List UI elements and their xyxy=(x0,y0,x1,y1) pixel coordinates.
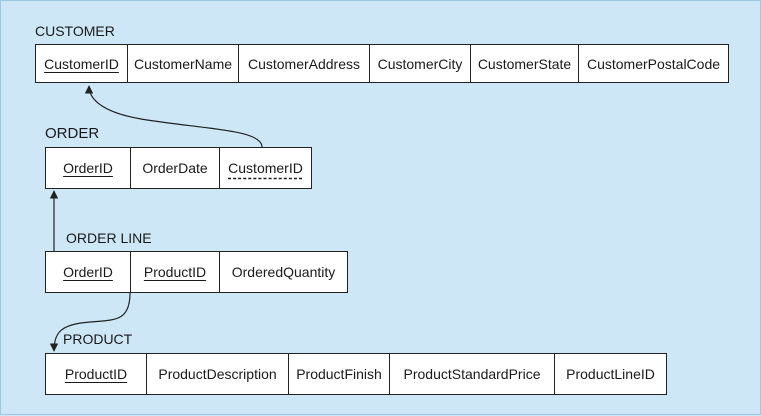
attribute-customername: CustomerName xyxy=(128,45,239,82)
relation-product: ProductID ProductDescription ProductFini… xyxy=(45,353,667,395)
attribute-label: CustomerCity xyxy=(377,55,463,72)
attribute-label: ProductDescription xyxy=(158,366,277,382)
primary-key-label: ProductID xyxy=(143,264,207,280)
relation-title-order-line: ORDER LINE xyxy=(66,230,152,246)
relation-order: OrderID OrderDate CustomerID xyxy=(45,147,312,189)
attribute-customeraddress: CustomerAddress xyxy=(239,45,370,82)
primary-key-label: CustomerID xyxy=(44,55,119,72)
attribute-label: OrderDate xyxy=(142,160,208,176)
attribute-customercity: CustomerCity xyxy=(370,45,471,82)
relation-customer: CustomerID CustomerName CustomerAddress … xyxy=(35,44,729,83)
attribute-label: CustomerPostalCode xyxy=(586,55,721,72)
attribute-label: OrderedQuantity xyxy=(231,264,336,280)
attribute-customerstate: CustomerState xyxy=(471,45,579,82)
relation-title-customer: CUSTOMER xyxy=(35,23,115,39)
attribute-label: ProductFinish xyxy=(296,366,382,382)
attribute-label: CustomerState xyxy=(477,55,572,72)
relation-title-product: PRODUCT xyxy=(63,331,133,347)
attribute-orderdate: OrderDate xyxy=(131,148,220,188)
attribute-productfinish: ProductFinish xyxy=(289,354,390,394)
attribute-productstandardprice: ProductStandardPrice xyxy=(390,354,555,394)
attribute-productid: ProductID xyxy=(131,252,220,292)
attribute-label: CustomerAddress xyxy=(247,55,361,72)
attribute-productdescription: ProductDescription xyxy=(147,354,289,394)
attribute-customerid: CustomerID xyxy=(36,45,128,82)
primary-key-label: OrderID xyxy=(63,264,113,280)
fk-arrow-order-customer xyxy=(84,85,263,148)
primary-key-label: ProductID xyxy=(64,366,128,382)
attribute-label: CustomerName xyxy=(133,55,233,72)
relation-title-order: ORDER xyxy=(45,125,100,142)
attribute-orderid: OrderID xyxy=(46,252,131,292)
attribute-orderedquantity: OrderedQuantity xyxy=(220,252,347,292)
foreign-key-label: CustomerID xyxy=(228,160,303,176)
attribute-productid: ProductID xyxy=(46,354,147,394)
relation-order-line: OrderID ProductID OrderedQuantity xyxy=(45,251,348,293)
attribute-label: ProductStandardPrice xyxy=(403,366,541,382)
primary-key-label: OrderID xyxy=(63,160,113,176)
attribute-customerid-fk: CustomerID xyxy=(220,148,311,188)
attribute-orderid: OrderID xyxy=(46,148,131,188)
attribute-productlineid: ProductLineID xyxy=(555,354,666,394)
attribute-customerpostalcode: CustomerPostalCode xyxy=(579,45,728,82)
attribute-label: ProductLineID xyxy=(566,366,655,382)
